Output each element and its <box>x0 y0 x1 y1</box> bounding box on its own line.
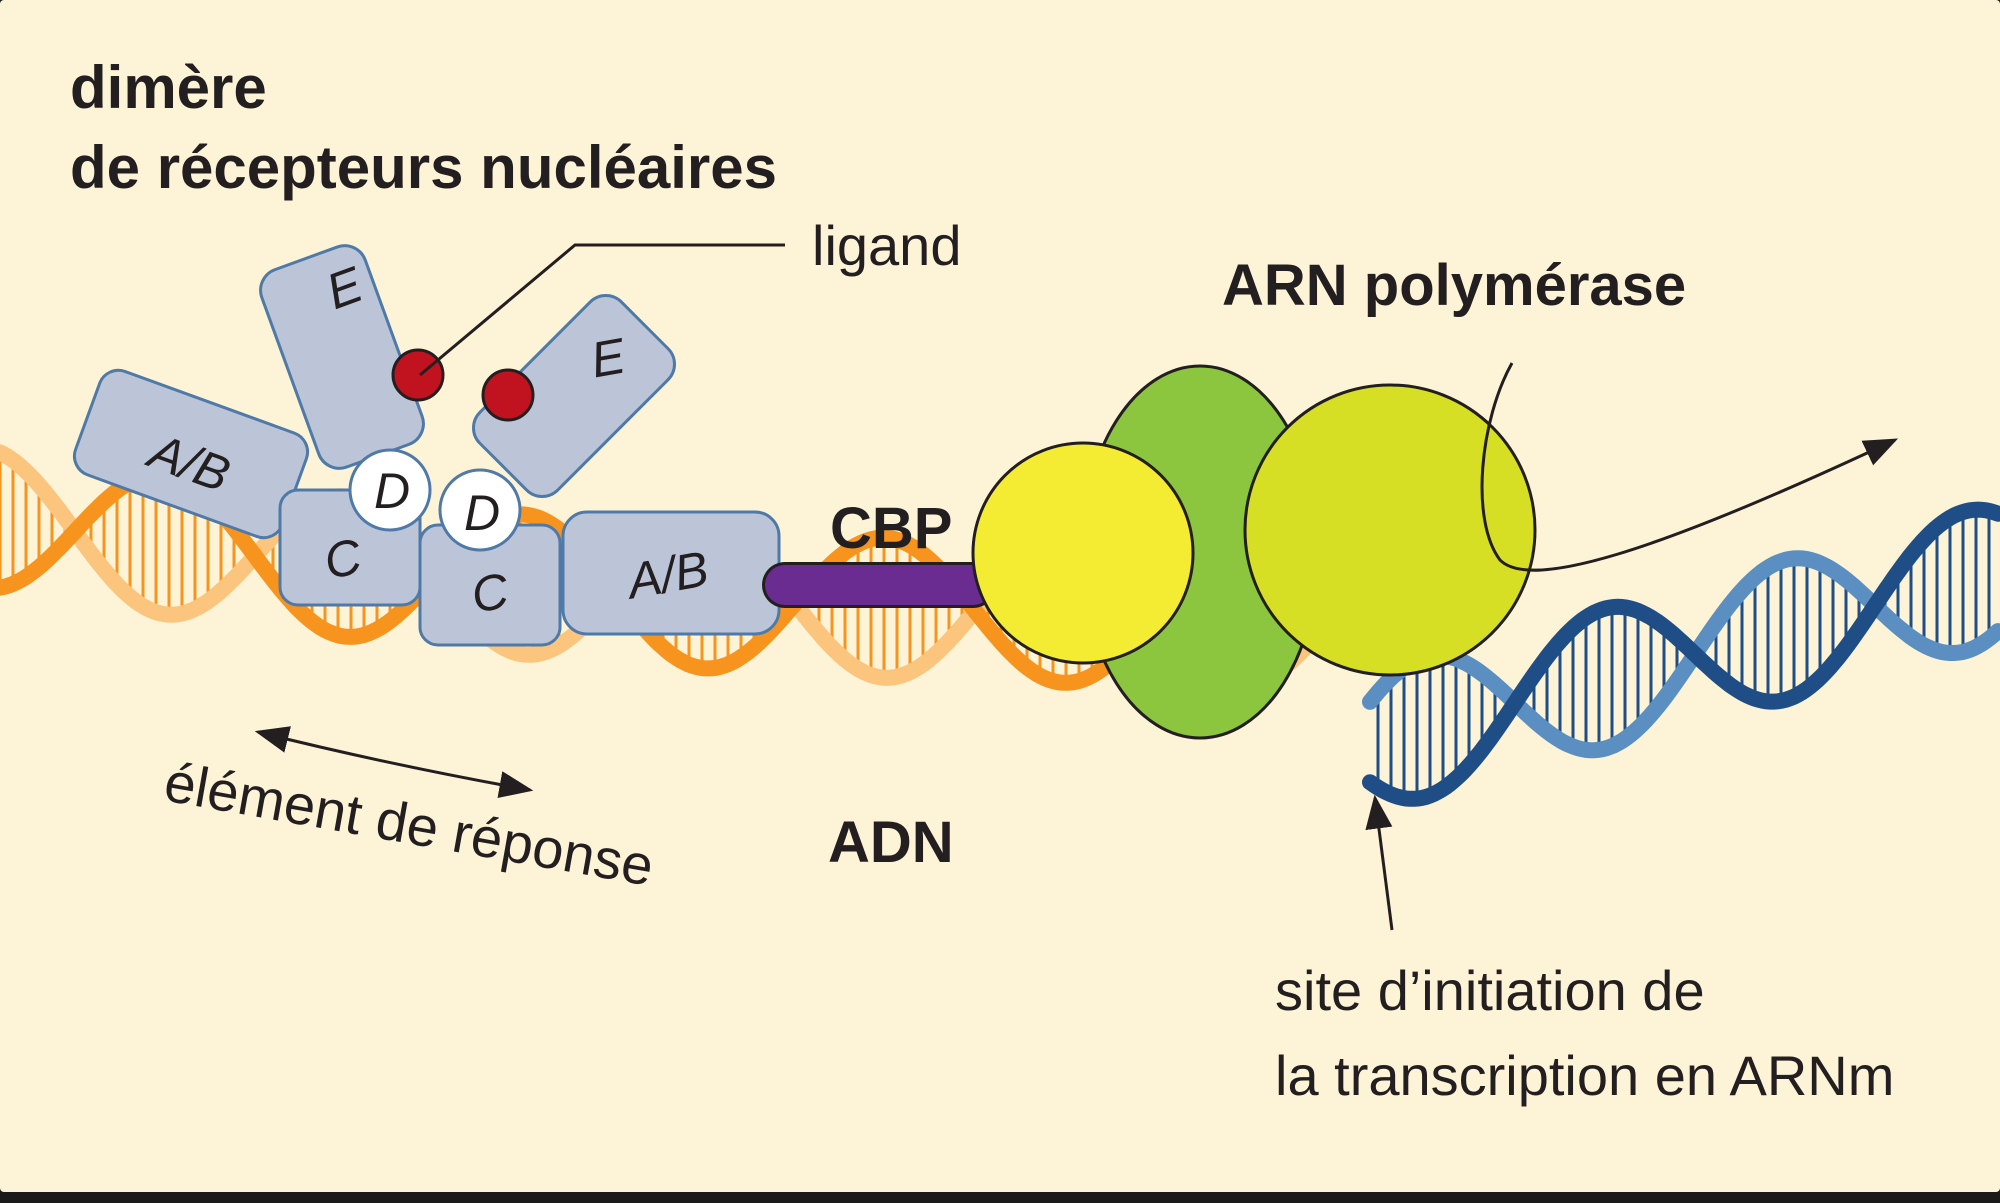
domain-d-left-circle <box>348 448 432 532</box>
receptor-dimer <box>72 244 781 647</box>
initiation-site-label-line-2: la transcription en ARNm <box>1275 1044 1894 1107</box>
response-element-arrow <box>254 726 534 799</box>
polymerase-yellow-subunit <box>971 441 1195 665</box>
title-line-2: de récepteurs nucléaires <box>70 134 777 201</box>
initiation-site-label-line-1: site d’initiation de <box>1275 959 1705 1022</box>
domain-d-right-label: D <box>464 485 500 541</box>
domain-e-right-box <box>472 294 676 498</box>
cbp-label: CBP <box>830 496 952 561</box>
dna-transcribed-strand-light <box>1362 550 2000 759</box>
mrna-transcript-arrow <box>1480 362 1899 572</box>
title-line-1: dimère <box>70 54 267 121</box>
domain-d-right-circle <box>438 468 522 552</box>
dna-transcribed-strand-dark <box>1362 501 2000 807</box>
ligand-label: ligand <box>812 214 961 277</box>
initiation-site-arrow <box>1365 794 1394 931</box>
polymerase-lime-subunit <box>1243 383 1537 677</box>
arn-polymerase-label: ARN polymérase <box>1222 253 1686 318</box>
ligand-right <box>481 368 535 422</box>
ligand-leader-line <box>419 243 785 377</box>
adn-label: ADN <box>828 810 954 875</box>
domain-d-left-label: D <box>374 463 410 519</box>
ligand-left <box>391 348 445 402</box>
